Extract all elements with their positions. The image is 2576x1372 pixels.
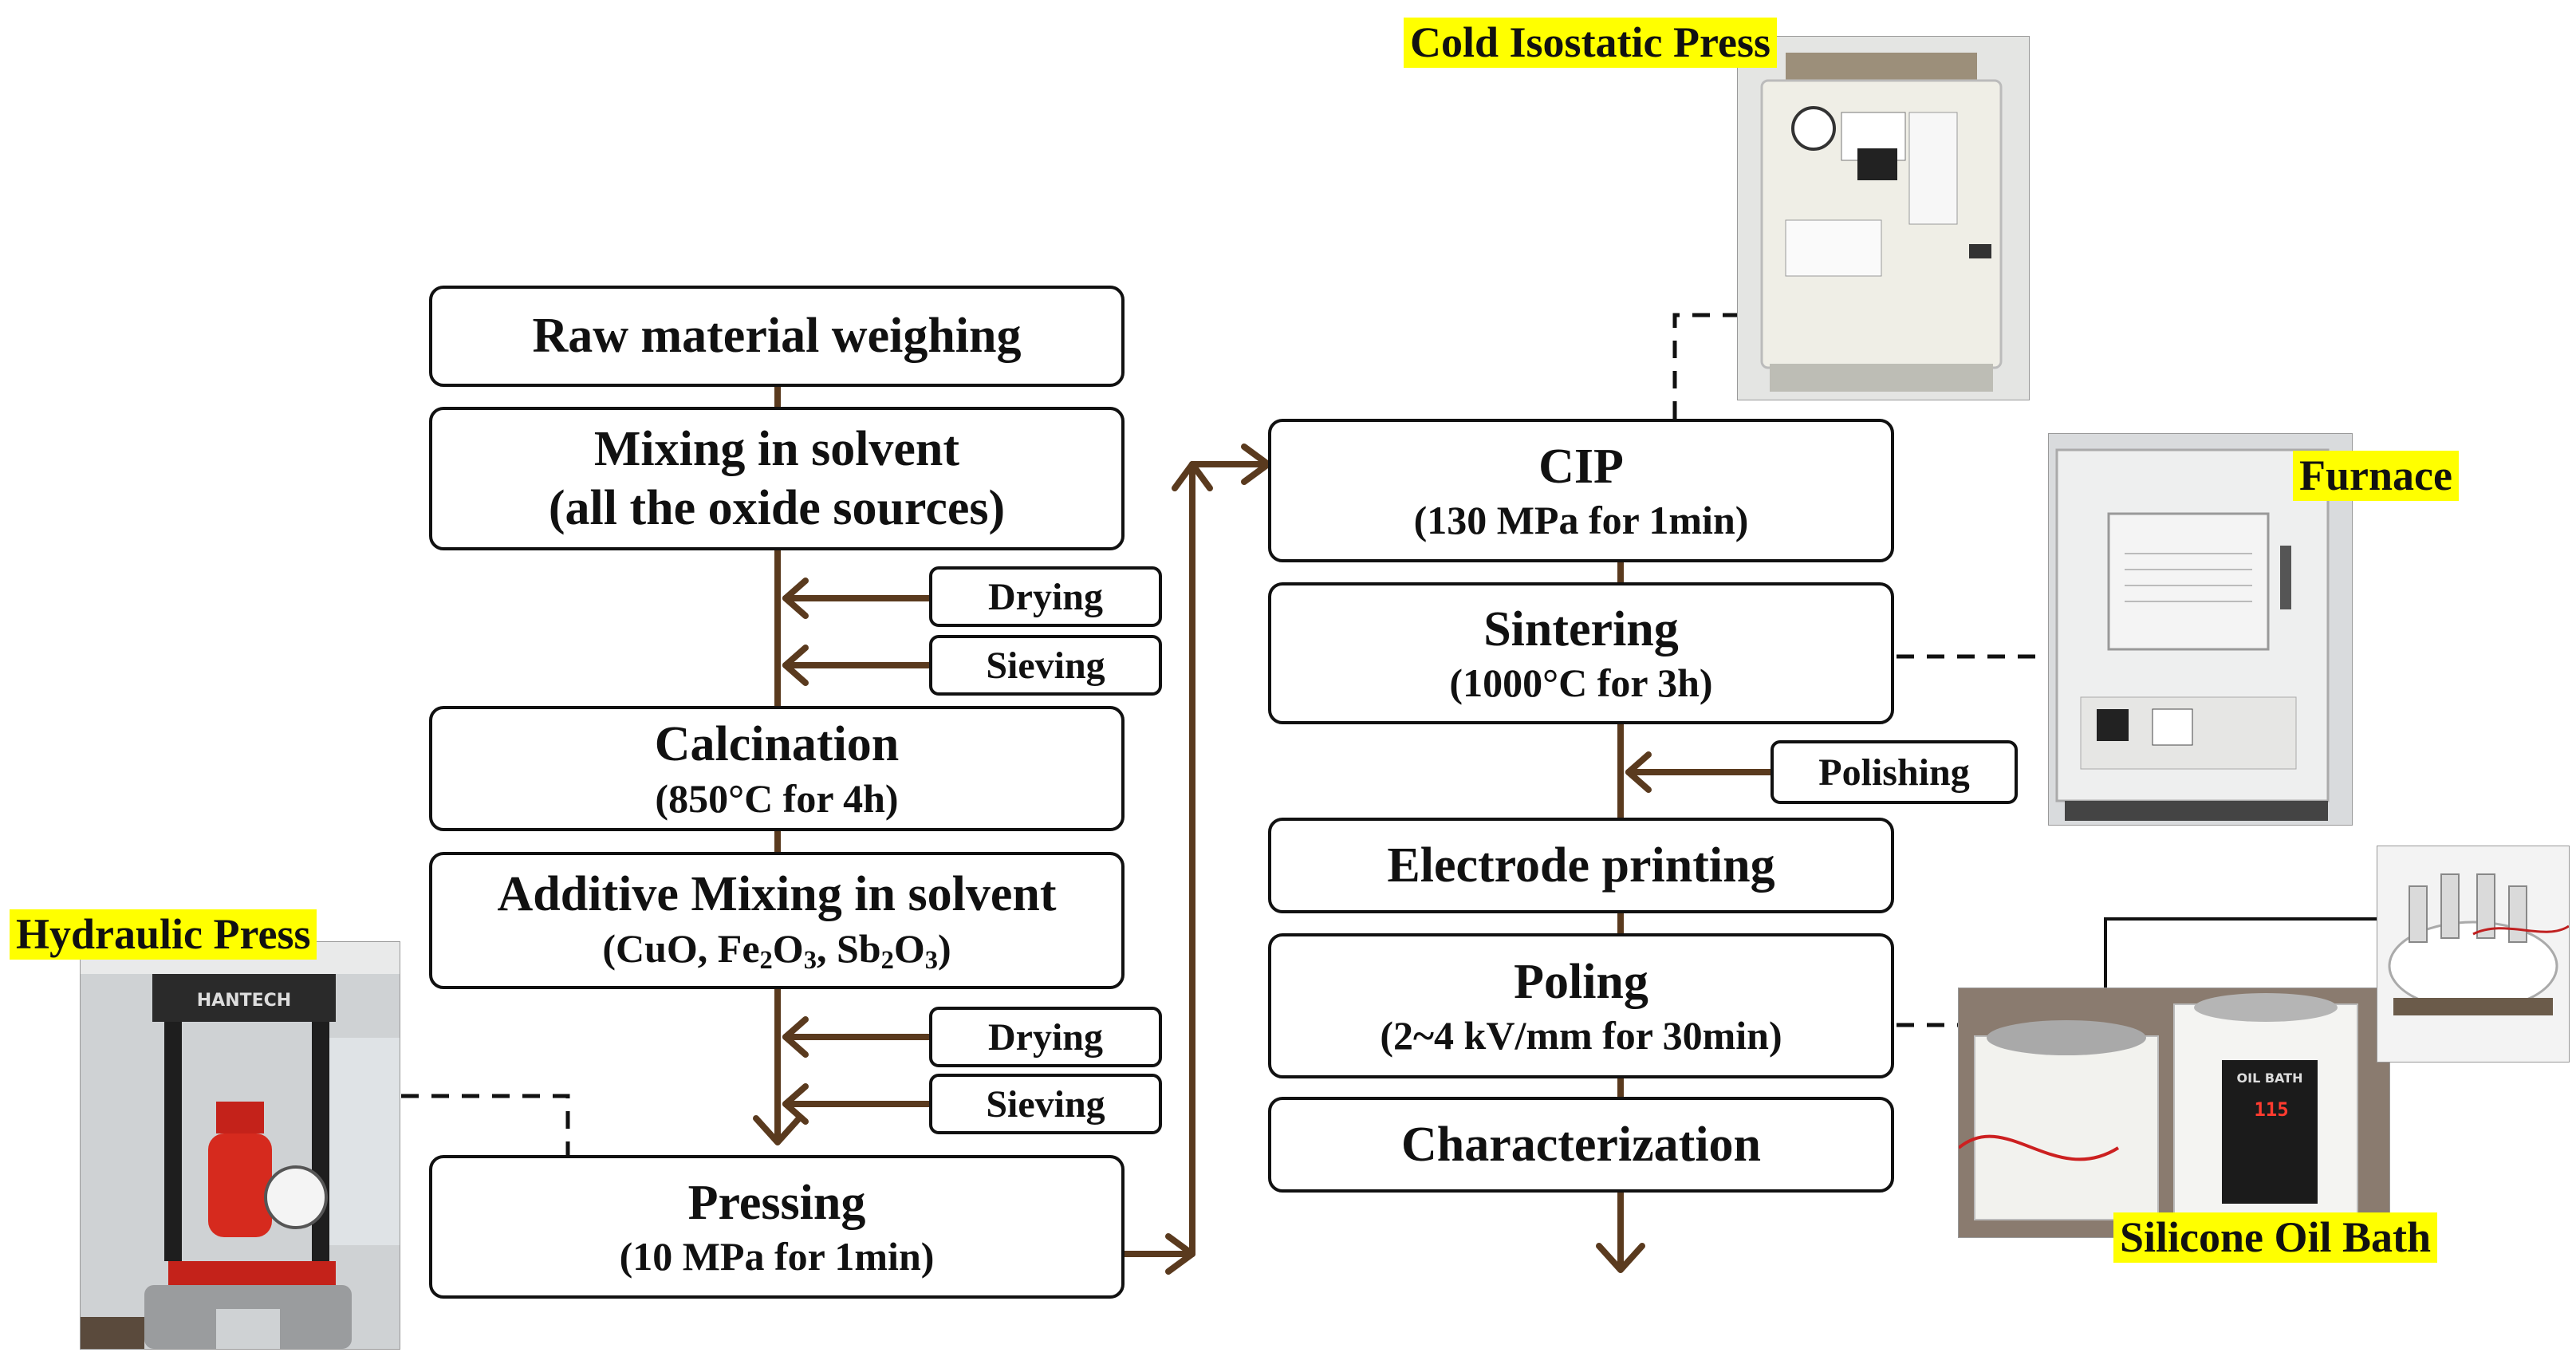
- step-pressing-title: Pressing: [687, 1175, 866, 1230]
- step-poling-title: Poling: [1514, 954, 1648, 1009]
- oil-bath-reading: 115: [2254, 1098, 2288, 1121]
- step-sintering-title: Sintering: [1483, 601, 1679, 656]
- step-electrode-label: Electrode printing: [1387, 838, 1775, 893]
- step-poling-sub: (2~4 kV/mm for 30min): [1380, 1013, 1782, 1059]
- step-pressing: Pressing (10 MPa for 1min): [429, 1155, 1125, 1299]
- label-cold-isostatic-press: Cold Isostatic Press: [1404, 18, 1777, 69]
- step-sintering: Sintering (1000°C for 3h): [1268, 582, 1894, 724]
- label-furnace: Furnace: [2293, 451, 2459, 502]
- step-characterization-label: Characterization: [1400, 1117, 1762, 1172]
- step-additive-sub: (CuO, Fe2O3, Sb2O3): [602, 925, 951, 975]
- side-sieving-2-label: Sieving: [986, 1082, 1105, 1126]
- step-cip-sub: (130 MPa for 1min): [1413, 498, 1749, 543]
- poling-fixture-inset-photo: [2377, 846, 2570, 1063]
- silicone-oil-bath-photo: OIL BATH 115: [1958, 988, 2390, 1238]
- step-additive-mixing: Additive Mixing in solvent (CuO, Fe2O3, …: [429, 852, 1125, 989]
- step-calcination-title: Calcination: [654, 717, 900, 772]
- step-calcination-sub: (850°C for 4h): [655, 775, 899, 821]
- side-sieving-2: Sieving: [929, 1074, 1162, 1134]
- step-raw-material: Raw material weighing: [429, 286, 1125, 387]
- side-sieving-1-label: Sieving: [986, 644, 1105, 687]
- side-drying-2-label: Drying: [988, 1015, 1103, 1059]
- side-polishing: Polishing: [1771, 740, 2018, 804]
- step-electrode-printing: Electrode printing: [1268, 818, 1894, 913]
- side-sieving-1: Sieving: [929, 635, 1162, 696]
- label-silicone-oil-bath: Silicone Oil Bath: [2113, 1212, 2438, 1264]
- step-mixing-sub: (all the oxide sources): [548, 481, 1006, 535]
- side-drying-1: Drying: [929, 566, 1162, 627]
- step-sintering-sub: (1000°C for 3h): [1449, 660, 1713, 706]
- svg-text:HANTECH: HANTECH: [197, 991, 291, 1011]
- step-cip: CIP (130 MPa for 1min): [1268, 419, 1894, 562]
- side-drying-1-label: Drying: [988, 575, 1103, 618]
- step-mixing: Mixing in solvent (all the oxide sources…: [429, 407, 1125, 550]
- step-additive-title: Additive Mixing in solvent: [497, 867, 1057, 922]
- side-polishing-label: Polishing: [1818, 751, 1970, 794]
- step-pressing-sub: (10 MPa for 1min): [619, 1234, 935, 1279]
- label-hydraulic-press: Hydraulic Press: [10, 909, 317, 960]
- step-mixing-title: Mixing in solvent: [593, 421, 960, 476]
- hydraulic-press-photo: HANTECH: [80, 941, 400, 1350]
- oil-bath-panel-text: OIL BATH: [2237, 1070, 2303, 1086]
- step-characterization: Characterization: [1268, 1097, 1894, 1193]
- step-raw-material-label: Raw material weighing: [532, 309, 1022, 364]
- cold-isostatic-press-photo: [1737, 36, 2030, 400]
- step-cip-title: CIP: [1538, 439, 1624, 494]
- step-calcination: Calcination (850°C for 4h): [429, 706, 1125, 831]
- step-poling: Poling (2~4 kV/mm for 30min): [1268, 933, 1894, 1078]
- side-drying-2: Drying: [929, 1007, 1162, 1067]
